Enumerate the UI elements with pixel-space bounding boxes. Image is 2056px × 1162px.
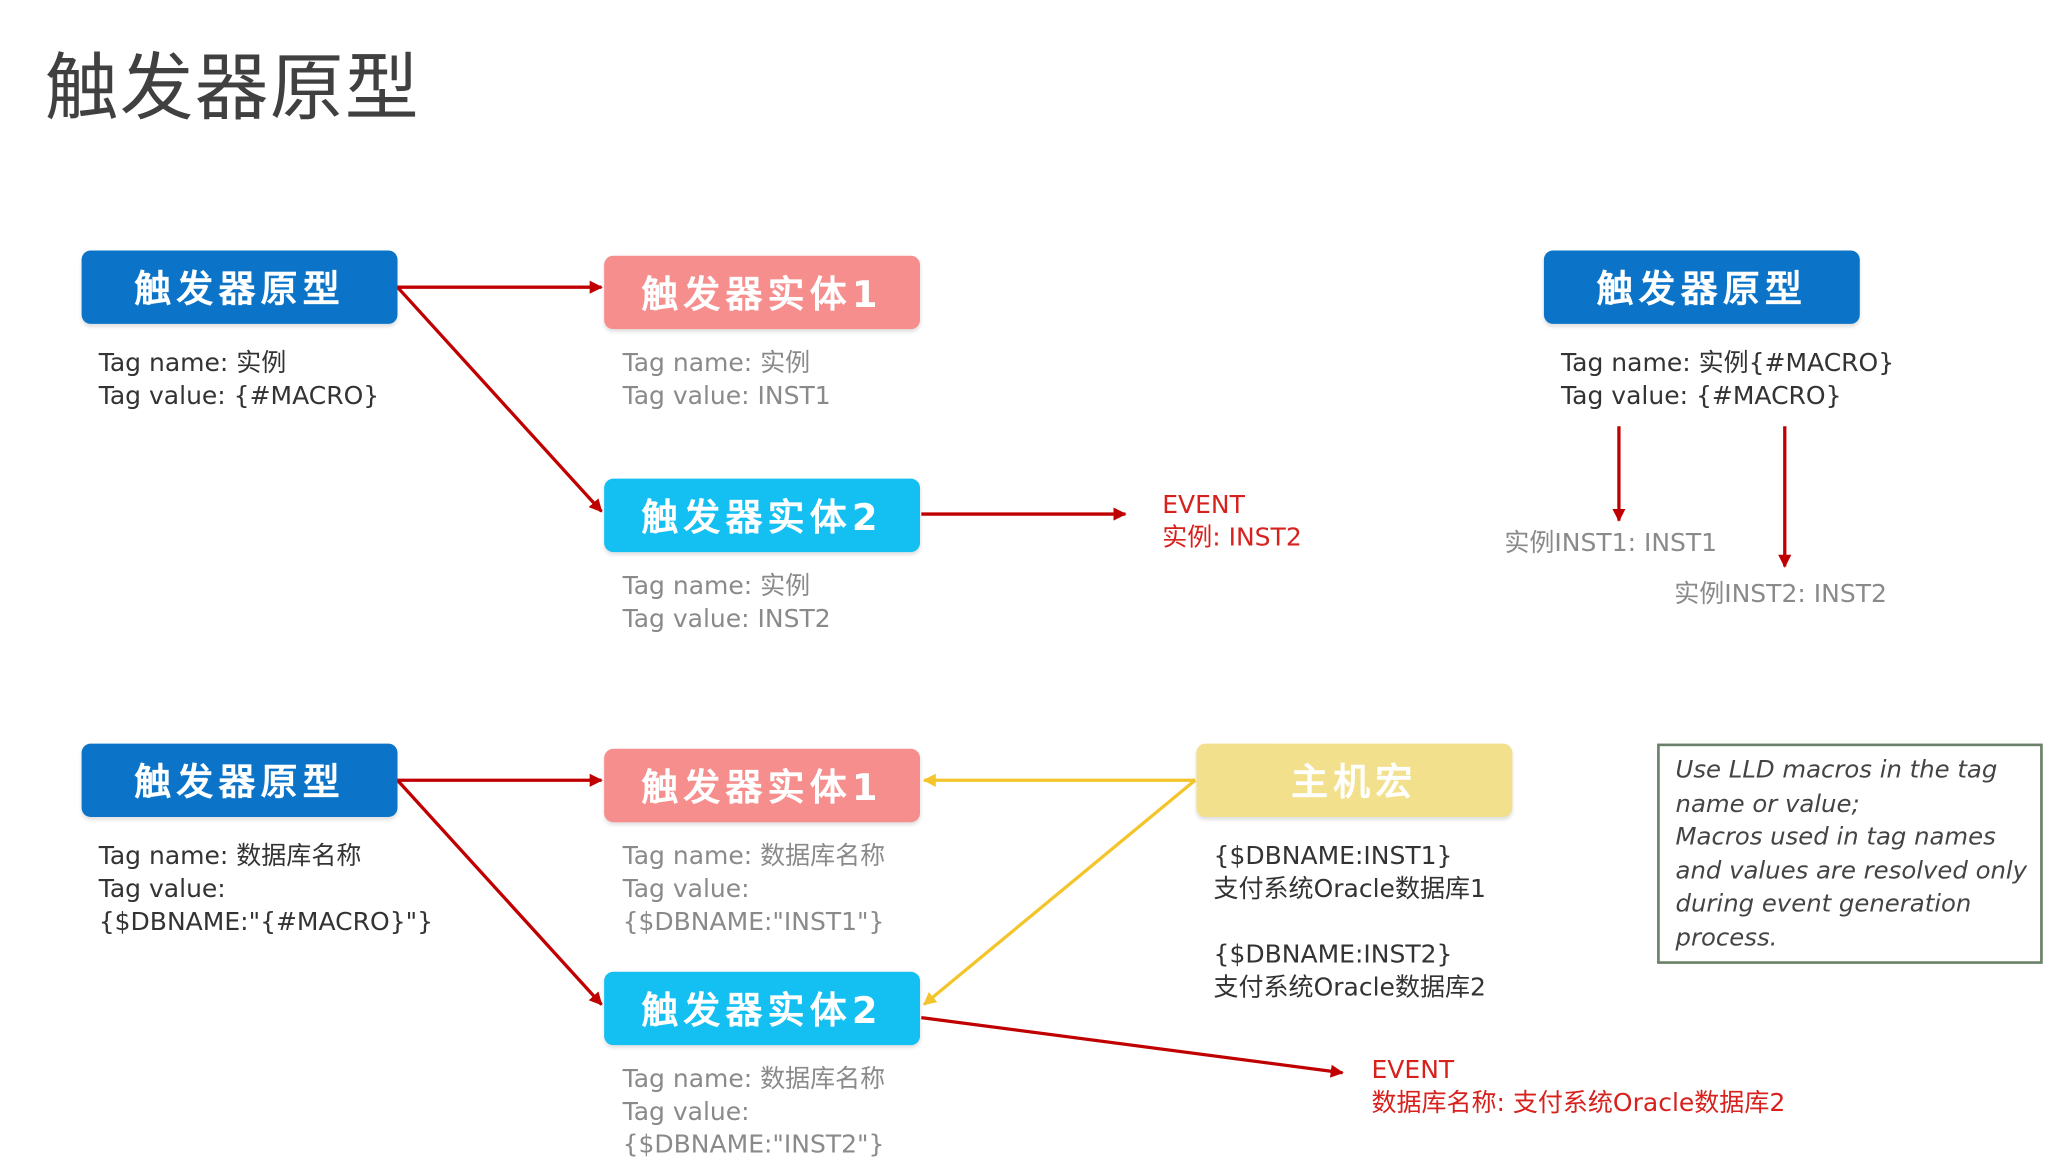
event-label: EVENT <box>1371 1055 1455 1085</box>
host-macro-definitions: {$DBNAME:INST1} 支付系统Oracle数据库1 {$DBNAME:… <box>1214 841 1486 1005</box>
arrow-macro-to-entity2 <box>922 779 1197 1006</box>
tag-name: Tag name: 实例{#MACRO} <box>1561 348 1895 378</box>
bottom-entity2-box: 触发器实体2 <box>604 971 921 1046</box>
top-prototype-tags: Tag name: 实例 Tag value: {#MACRO} <box>99 348 380 414</box>
note-line: name or value; <box>1675 790 1860 818</box>
bottom-entity2-tags: Tag name: 数据库名称 Tag value: {$DBNAME:"INS… <box>623 1064 886 1162</box>
arrow-bottom-entity2-to-event <box>921 1016 1344 1078</box>
event-label: EVENT <box>1162 490 1245 520</box>
tag-value-label: Tag value: <box>622 1097 750 1127</box>
top-entity2-tags: Tag name: 实例 Tag value: INST2 <box>623 570 831 636</box>
bottom-prototype-box: 触发器原型 <box>81 743 398 818</box>
top-prototype-box: 触发器原型 <box>81 250 398 324</box>
event-detail: 实例: INST2 <box>1162 523 1302 553</box>
macro-2-key: {$DBNAME:INST2} <box>1213 940 1453 970</box>
bottom-entity1-box: 触发器实体1 <box>604 748 921 823</box>
note-line: during event generation <box>1675 890 1972 918</box>
top-entity1-tags: Tag name: 实例 Tag value: INST1 <box>623 348 831 414</box>
bottom-prototype-tags: Tag name: 数据库名称 Tag value: {$DBNAME:"{#M… <box>99 841 433 939</box>
tag-name: Tag name: 数据库名称 <box>622 1064 886 1094</box>
tag-name: Tag name: 实例 <box>622 348 811 378</box>
macro-1-key: {$DBNAME:INST1} <box>1213 841 1453 871</box>
host-macro-box: 主机宏 <box>1196 743 1513 818</box>
right-prototype-box: 触发器原型 <box>1543 250 1860 324</box>
tag-value: {$DBNAME:"{#MACRO}"} <box>98 907 434 937</box>
right-result-2: 实例INST2: INST2 <box>1674 579 1887 609</box>
event-detail: 数据库名称: 支付系统Oracle数据库2 <box>1371 1088 1786 1118</box>
tag-value: {$DBNAME:"INST2"} <box>622 1130 885 1160</box>
tag-name: Tag name: 实例 <box>622 571 811 601</box>
page-title: 触发器原型 <box>44 45 420 132</box>
tag-value-label: Tag value: <box>622 874 750 904</box>
macro-1-value: 支付系统Oracle数据库1 <box>1213 874 1486 904</box>
arrow-bottom-proto-to-entity2 <box>396 779 603 1006</box>
tag-name: Tag name: 数据库名称 <box>98 841 362 871</box>
note-line: Macros used in tag names <box>1675 823 1996 852</box>
note-box: Use LLD macros in the tag name or value;… <box>1657 743 2043 964</box>
arrow-top-proto-to-entity2 <box>396 286 603 513</box>
note-line: Use LLD macros in the tag <box>1675 756 1998 785</box>
tag-value-label: Tag value: <box>98 874 226 904</box>
tag-value: Tag value: INST2 <box>622 604 831 634</box>
bottom-event: EVENT 数据库名称: 支付系统Oracle数据库2 <box>1371 1054 1785 1120</box>
tag-name: Tag name: 数据库名称 <box>622 841 886 871</box>
tag-value: Tag value: INST1 <box>622 381 831 411</box>
right-result-1: 实例INST1: INST1 <box>1504 528 1718 558</box>
bottom-entity1-tags: Tag name: 数据库名称 Tag value: {$DBNAME:"INS… <box>623 841 886 939</box>
top-event: EVENT 实例: INST2 <box>1162 489 1302 555</box>
right-prototype-tags: Tag name: 实例{#MACRO} Tag value: {#MACRO} <box>1561 348 1894 414</box>
tag-value: {$DBNAME:"INST1"} <box>622 907 885 937</box>
tag-value: Tag value: {#MACRO} <box>1561 381 1842 411</box>
tag-name: Tag name: 实例 <box>98 348 287 378</box>
note-line: process. <box>1675 923 1778 952</box>
macro-2-value: 支付系统Oracle数据库2 <box>1213 973 1486 1002</box>
note-line: and values are resolved only <box>1675 856 2028 885</box>
top-entity1-box: 触发器实体1 <box>604 255 921 330</box>
top-entity2-box: 触发器实体2 <box>604 478 921 553</box>
tag-value: Tag value: {#MACRO} <box>98 381 380 411</box>
